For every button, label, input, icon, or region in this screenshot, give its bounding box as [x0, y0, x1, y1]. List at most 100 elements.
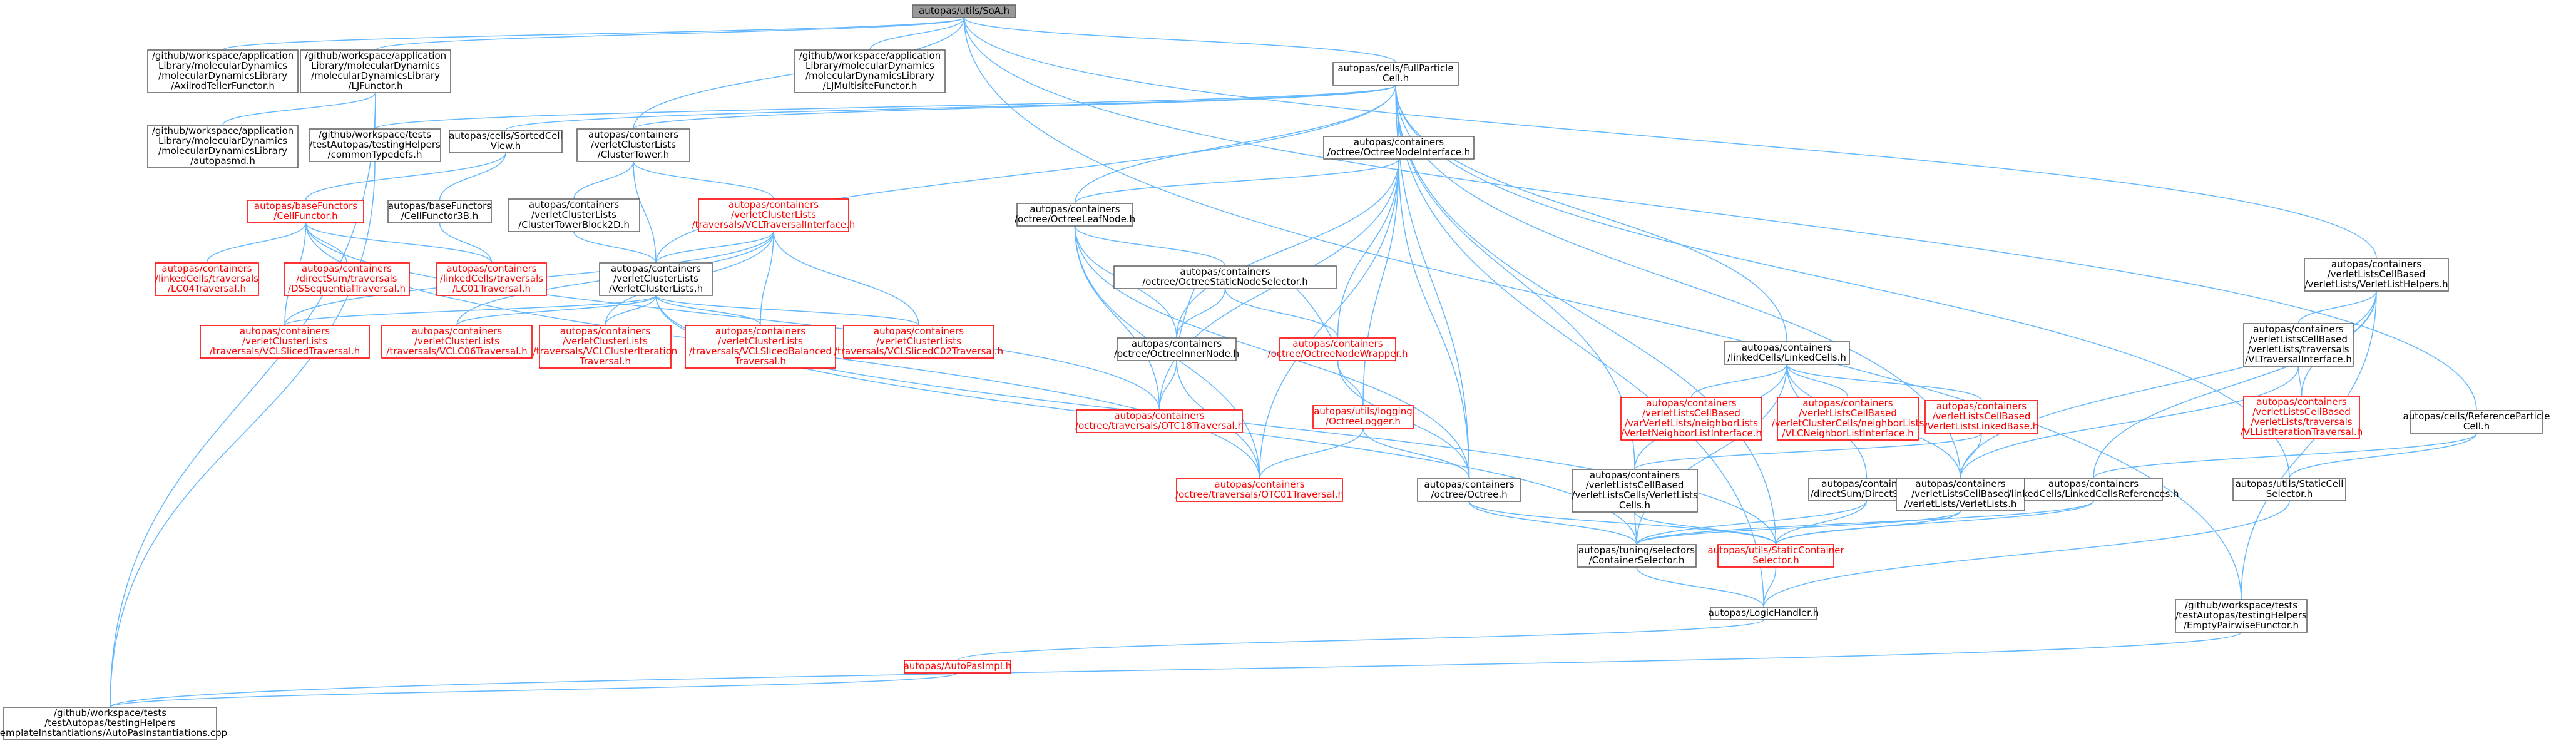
dependency-edge [1225, 289, 1339, 339]
graph-node-n47[interactable]: /github/workspace/tests/testAutopas/test… [2175, 599, 2308, 633]
node-label-line: autopas/containers [1646, 397, 1736, 409]
graph-node-n5[interactable]: /github/workspace/applicationLibrary/mol… [147, 125, 299, 168]
node-label-line: autopas/containers [1802, 397, 1893, 409]
node-label-line: /verletListsCellBased [1799, 407, 1897, 419]
graph-node-n24[interactable]: autopas/containers/verletClusterLists/tr… [834, 325, 1003, 359]
graph-node-n35[interactable]: autopas/containers/verletListsCellBased/… [1572, 469, 1698, 513]
dependency-edge [222, 93, 376, 126]
graph-node-n40[interactable]: autopas/containers/verletListsCellBased/… [2241, 396, 2363, 439]
node-label-line: /linkedCells/traversals [155, 273, 258, 284]
graph-node-n26[interactable]: autopas/containers/octree/OctreeNodeWrap… [1268, 337, 1408, 361]
graph-node-n49[interactable]: /github/workspace/tests/testAutopas/test… [0, 707, 227, 740]
graph-node-n38[interactable]: autopas/containers/verletListsCellBased/… [2304, 258, 2449, 292]
graph-node-n6[interactable]: /github/workspace/tests/testAutopas/test… [309, 128, 441, 162]
node-box [1924, 400, 2038, 434]
node-label-line: /ClusterTowerBlock2D.h [518, 219, 630, 230]
node-box [539, 325, 672, 369]
graph-node-n32[interactable]: autopas/containers/verletListsCellBased/… [1620, 397, 1762, 441]
node-label-line: autopas/containers [1214, 479, 1304, 490]
node-label-line: /verletListsCellBased [1933, 411, 2031, 422]
node-label-line: autopas/containers [1114, 410, 1204, 421]
graph-node-n48[interactable]: autopas/AutoPasImpl.h [904, 660, 1012, 674]
dependency-edge [633, 161, 657, 264]
node-label-line: /verletListsCellBased [2249, 334, 2348, 345]
node-label-line: /ContainerSelector.h [1589, 555, 1685, 566]
graph-node-n42[interactable]: autopas/containers/linkedCells/LinkedCel… [2008, 478, 2179, 501]
node-box [2243, 396, 2360, 439]
graph-node-n13[interactable]: autopas/containers/verletClusterLists/tr… [692, 198, 856, 232]
node-box [1279, 337, 1396, 361]
node-box [1572, 469, 1698, 513]
graph-node-n16[interactable]: autopas/containers/linkedCells/traversal… [155, 262, 259, 296]
node-box [381, 325, 533, 359]
graph-node-n10[interactable]: autopas/baseFunctors/CellFunctor.h [247, 200, 364, 223]
graph-node-n17[interactable]: autopas/containers/directSum/traversals/… [284, 262, 410, 296]
graph-node-n3[interactable]: /github/workspace/applicationLibrary/mol… [794, 49, 946, 93]
graph-node-n25[interactable]: autopas/containers/octree/OctreeInnerNod… [1114, 337, 1239, 361]
node-label-line: autopas/cells/ReferenceParticle [2403, 411, 2550, 422]
graph-node-n18[interactable]: autopas/containers/linkedCells/traversal… [436, 262, 547, 296]
node-box [912, 4, 1016, 18]
graph-node-n31[interactable]: autopas/containers/linkedCells/LinkedCel… [1724, 341, 1850, 365]
graph-node-n19[interactable]: autopas/containers/verletClusterLists/Ve… [599, 262, 713, 296]
node-label-line: Cell.h [2463, 421, 2490, 432]
node-label-line: /CellFunctor.h [273, 210, 337, 222]
node-box [2175, 599, 2308, 633]
node-label-line: /traversals/VCLClusterIteration [533, 346, 678, 357]
graph-node-n20[interactable]: autopas/containers/verletClusterLists/tr… [200, 325, 370, 359]
node-box [2304, 258, 2449, 292]
graph-node-n34[interactable]: autopas/containers/verletListsCellBased/… [1924, 400, 2039, 434]
graph-node-n37[interactable]: autopas/containers/verletListsCellBased/… [1896, 478, 2025, 511]
graph-node-n12[interactable]: autopas/containers/verletClusterLists/Cl… [508, 198, 640, 232]
node-label-line: /LJFunctor.h [348, 80, 402, 91]
node-label-line: /verletLists/VerletLists.h [1904, 498, 2017, 510]
graph-node-n22[interactable]: autopas/containers/verletClusterLists/tr… [533, 325, 678, 369]
dependency-edge [1635, 512, 1777, 545]
node-label-line: autopas/AutoPasImpl.h [904, 660, 1012, 672]
node-label-line: /octree/OctreeNodeInterface.h [1327, 146, 1471, 158]
graph-node-n8[interactable]: autopas/containers/verletClusterLists/Cl… [576, 128, 690, 162]
graph-node-n44[interactable]: autopas/tuning/selectors/ContainerSelect… [1577, 544, 1697, 568]
node-label-line: Traversal.h [734, 356, 786, 367]
dependency-edge [655, 232, 774, 264]
dependency-edge [110, 673, 958, 708]
graph-node-n33[interactable]: autopas/containers/verletListsCellBased/… [1772, 397, 1924, 441]
graph-node-n9[interactable]: autopas/containers/octree/OctreeNodeInte… [1323, 136, 1475, 160]
graph-node-n39[interactable]: autopas/containers/verletListsCellBased/… [2243, 323, 2354, 367]
graph-node-n23[interactable]: autopas/containers/verletClusterLists/tr… [685, 325, 836, 369]
dependency-edge [964, 18, 2477, 411]
node-label-line: /VLListIterationTraversal.h [2241, 426, 2363, 438]
graph-node-n14[interactable]: autopas/containers/octree/OctreeLeafNode… [1015, 203, 1135, 227]
graph-node-n46[interactable]: autopas/LogicHandler.h [1709, 607, 1819, 620]
node-label-line: /LJMultisiteFunctor.h [823, 80, 917, 91]
node-label-line: autopas/containers [529, 199, 619, 210]
graph-node-n27[interactable]: autopas/containers/octree/traversals/OTC… [1075, 409, 1244, 433]
node-label-line: /testAutopas/testingHelpers [2175, 610, 2307, 621]
node-label-line: /VLTraversalInterface.h [2245, 354, 2352, 365]
graph-node-n15[interactable]: autopas/containers/octree/OctreeStaticNo… [1113, 265, 1337, 289]
node-label-line: /verletClusterLists [613, 273, 698, 284]
graph-node-n21[interactable]: autopas/containers/verletClusterLists/tr… [381, 325, 533, 359]
graph-node-n28[interactable]: autopas/utils/logging/OctreeLogger.h [1312, 405, 1414, 429]
graph-node-n2[interactable]: /github/workspace/applicationLibrary/mol… [300, 49, 451, 93]
node-label-line: /linkedCells/traversals [440, 273, 543, 284]
dependency-edge [964, 18, 2377, 259]
node-label-line: /github/workspace/application [152, 125, 294, 136]
graph-node-n29[interactable]: autopas/containers/octree/traversals/OTC… [1175, 478, 1344, 502]
graph-node-n0[interactable]: autopas/utils/SoA.h [912, 4, 1016, 18]
graph-node-n1[interactable]: /github/workspace/applicationLibrary/mol… [147, 49, 299, 93]
graph-node-n30[interactable]: autopas/containers/octree/Octree.h [1417, 478, 1521, 502]
node-label-line: /github/workspace/tests [54, 707, 166, 719]
node-box [1577, 544, 1697, 568]
dependency-edge [110, 632, 2241, 708]
graph-node-n11[interactable]: autopas/baseFunctors/CellFunctor3B.h [387, 200, 492, 223]
node-label-line: /github/workspace/application [305, 50, 446, 61]
node-label-line: autopas/utils/SoA.h [919, 5, 1009, 16]
node-box [576, 128, 690, 162]
node-label-line: /commonTypedefs.h [328, 149, 422, 160]
